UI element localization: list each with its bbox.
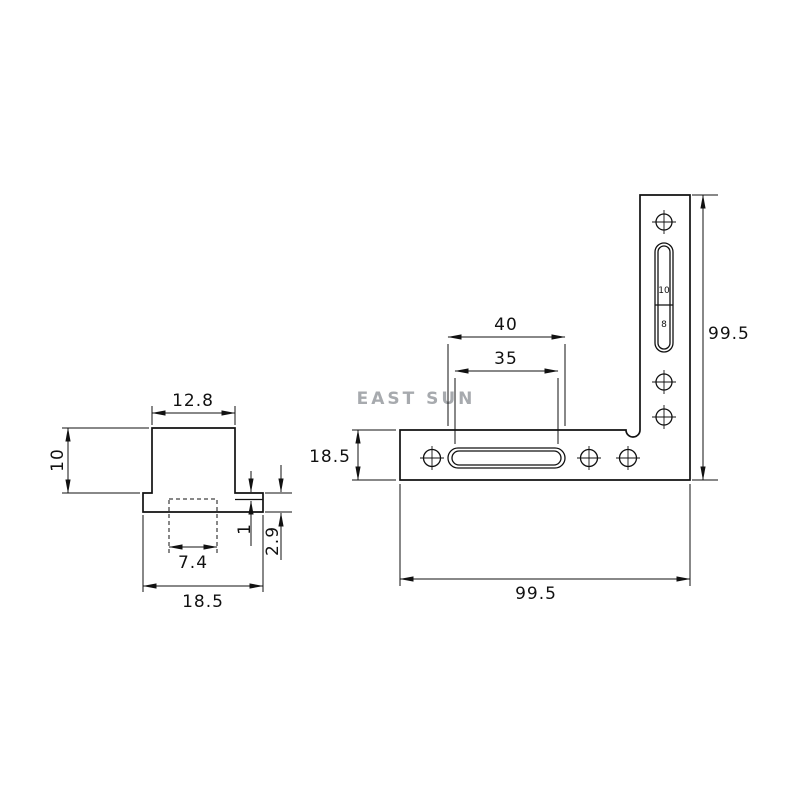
dimension-slot-outer: 40 <box>447 315 566 426</box>
screw-hole <box>652 210 676 234</box>
slot-marking-bottom: 8 <box>661 320 667 330</box>
screw-hole <box>652 370 676 394</box>
screw-hole <box>652 405 676 429</box>
bracket-outline <box>399 194 691 481</box>
dim-label-total-height: 99.5 <box>708 324 750 344</box>
dimension-base-width: 18.5 <box>142 515 264 612</box>
dim-label-arm-width: 18.5 <box>309 447 351 467</box>
dim-label-slot-outer: 40 <box>494 315 518 335</box>
bracket-profile-view: 12.8 10 7.4 18.5 1 <box>48 391 292 612</box>
vertical-slot: 10 8 <box>654 242 674 353</box>
bracket-front-view: 10 8 40 <box>309 194 750 604</box>
hidden-cavity <box>168 498 218 511</box>
dimension-thickness: 2.9 <box>263 465 292 560</box>
dimension-inner-width: 7.4 <box>168 514 218 573</box>
watermark-text: EAST SUN <box>357 389 476 409</box>
dimension-height: 10 <box>48 427 149 494</box>
dim-label-inner-width: 7.4 <box>178 553 208 573</box>
profile-outline <box>142 427 264 513</box>
dimension-top-width: 12.8 <box>151 391 236 425</box>
dim-label-slot-inner: 35 <box>494 349 518 369</box>
dim-label-thickness: 2.9 <box>263 526 283 556</box>
dimension-total-height: 99.5 <box>692 194 750 481</box>
horizontal-slot <box>447 447 566 469</box>
dim-label-step: 1 <box>235 523 255 535</box>
dimension-total-length: 99.5 <box>399 484 691 604</box>
dimension-step: 1 <box>235 471 255 546</box>
dim-label-base-width: 18.5 <box>182 592 224 612</box>
dim-label-top-width: 12.8 <box>172 391 214 411</box>
screw-hole <box>577 446 601 470</box>
dim-label-height: 10 <box>48 448 68 472</box>
dimension-arm-width: 18.5 <box>309 429 396 481</box>
screw-hole <box>420 446 444 470</box>
slot-marking-top: 10 <box>658 286 670 296</box>
dimension-slot-inner: 35 <box>454 349 559 444</box>
dim-label-total-length: 99.5 <box>515 584 557 604</box>
screw-hole <box>616 446 640 470</box>
